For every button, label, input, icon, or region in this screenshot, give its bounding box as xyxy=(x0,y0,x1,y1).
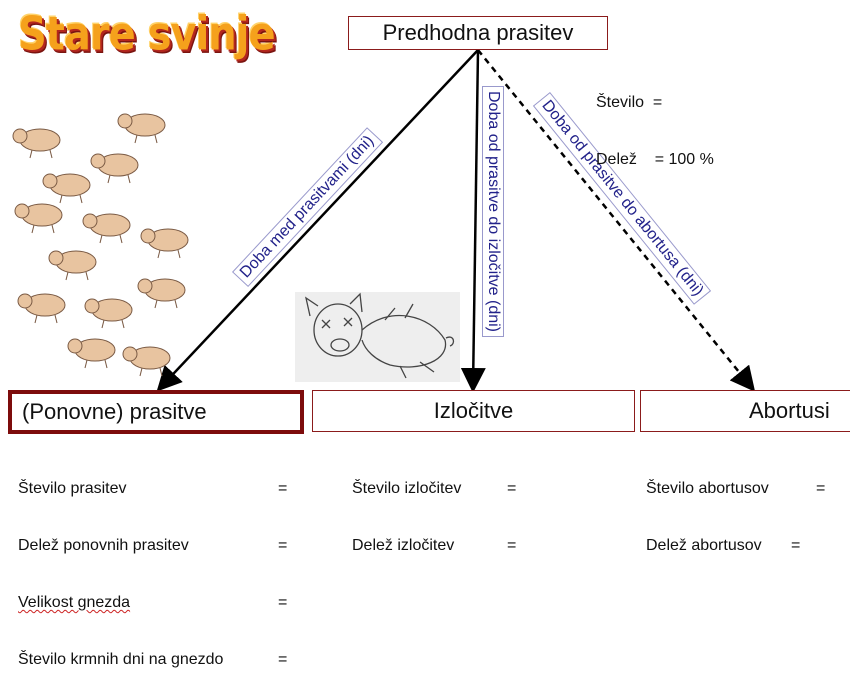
izlocitve-row: Število izločitev = xyxy=(352,479,602,498)
arrow-to-ponovne xyxy=(156,49,479,392)
stat-label: Število krmnih dni na gnezdo xyxy=(18,651,224,668)
pig-herd-image xyxy=(12,113,189,377)
stat-eq: = xyxy=(278,651,288,668)
stat-eq: = xyxy=(791,537,801,554)
stat-eq: = xyxy=(816,480,826,497)
ponovne-row: Število prasitev = xyxy=(18,479,308,498)
stat-eq: = xyxy=(278,480,288,497)
ponovne-row: Delež ponovnih prasitev = xyxy=(18,536,308,555)
stat-label: Število prasitev xyxy=(18,480,127,497)
abortusi-box[interactable]: Abortusi xyxy=(640,390,850,432)
arrow-to-izlocitve xyxy=(460,49,486,393)
connector-arrows xyxy=(12,49,756,393)
stat-label: Delež ponovnih prasitev xyxy=(18,537,189,554)
ponovne-prasitve-box[interactable]: (Ponovne) prasitve xyxy=(8,390,304,434)
izlocitve-label: Izločitve xyxy=(433,398,514,423)
ponovne-stats: Število prasitev = Delež ponovnih prasite… xyxy=(18,441,308,688)
stat-label: Delež abortusov xyxy=(646,537,762,554)
izlocitve-stats: Število izločitev = Delež izločitev = xyxy=(352,441,602,574)
top-delez: Delež = 100 % xyxy=(596,151,714,168)
abortusi-row: Število abortusov = xyxy=(646,479,846,498)
stat-eq: = xyxy=(278,594,288,611)
stat-eq: = xyxy=(507,537,517,554)
stat-label: Velikost gnezda xyxy=(18,594,131,611)
izlocitve-box[interactable]: Izločitve xyxy=(312,390,635,432)
stat-eq: = xyxy=(278,537,288,554)
stat-label: Število abortusov xyxy=(646,480,769,497)
top-box-stats: Število = Delež = 100 % xyxy=(596,55,714,188)
ponovne-prasitve-label: (Ponovne) prasitve xyxy=(22,399,207,424)
izlocitve-row: Delež izločitev = xyxy=(352,536,602,555)
ponovne-row: Velikost gnezda = xyxy=(18,593,308,612)
abortusi-row: Delež abortusov = xyxy=(646,536,846,555)
predhodna-prasitev-label: Predhodna prasitev xyxy=(382,20,574,45)
predhodna-prasitev-box[interactable]: Predhodna prasitev xyxy=(348,16,608,50)
dead-pig-image xyxy=(295,292,460,382)
stat-eq: = xyxy=(507,480,517,497)
stat-label: Delež izločitev xyxy=(352,537,455,554)
abortusi-label: Abortusi xyxy=(749,398,830,423)
stat-label: Število izločitev xyxy=(352,480,462,497)
top-stevilo: Število = xyxy=(596,94,663,111)
edge-label-middle: Doba od prasitve do izločitve (dni) xyxy=(482,86,504,338)
stare-svinje-logo: Stare svinje xyxy=(18,8,276,61)
ponovne-row: Število krmnih dni na gnezdo = xyxy=(18,650,308,669)
abortusi-stats: Število abortusov = Delež abortusov = xyxy=(646,441,846,574)
